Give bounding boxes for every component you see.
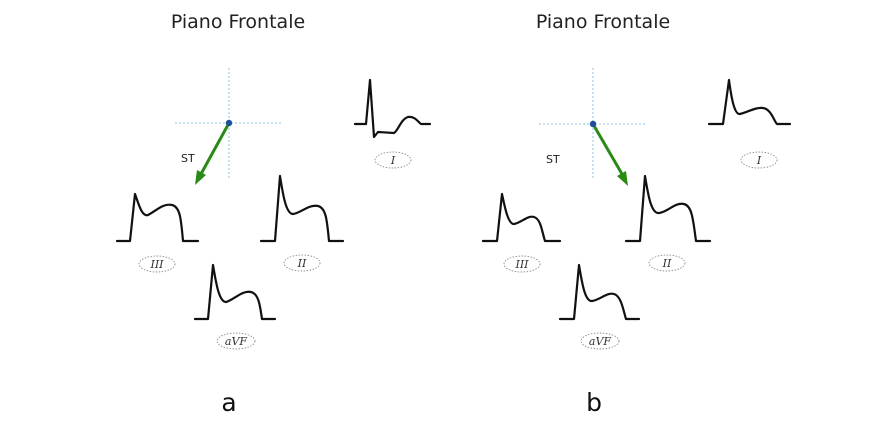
panel-a-title: Piano Frontale — [171, 11, 305, 33]
panel-b-lead-iii-oval — [503, 255, 541, 273]
panel-a-lead-iii-label: III — [149, 258, 164, 271]
panel-a-st-label: ST — [181, 152, 195, 165]
panel-a-letter: a — [221, 388, 236, 417]
panel-a-lead-ii-oval — [283, 254, 321, 272]
panel-b-lead-iii-trace — [481, 192, 562, 243]
panel-b-lead-avf-trace — [558, 263, 641, 321]
panel-a-lead-avf-oval — [216, 332, 256, 350]
panel-b-lead-iii-label: III — [514, 258, 529, 271]
panel-a-lead-i-oval — [374, 151, 412, 169]
panel-b-lead-ii-oval — [648, 254, 686, 272]
panel-a-origin-dot — [225, 119, 233, 127]
panel-b-lead-avf-oval — [580, 332, 620, 350]
panel-a-lead-avf-trace — [193, 263, 277, 321]
panel-a-lead-iii-trace — [115, 192, 200, 243]
panel-b: Piano Frontale ST I III II aVF b — [481, 11, 792, 417]
panel-b-st-vector — [591, 122, 624, 176]
panel-b-lead-i-oval — [740, 151, 778, 169]
panel-a-lead-avf-label: aVF — [225, 335, 248, 348]
panel-b-st-vector-arrowhead — [617, 171, 628, 186]
panel-b-title: Piano Frontale — [536, 11, 670, 33]
panel-a-lead-ii-label: II — [297, 257, 307, 270]
panel-b-st-label: ST — [546, 153, 560, 166]
panel-a: Piano Frontale ST I III II aVF a — [115, 11, 432, 417]
panel-a-st-vector — [199, 121, 231, 176]
panel-b-lead-ii-trace — [624, 174, 712, 243]
panel-a-st-vector-arrowhead — [195, 170, 206, 185]
panel-b-lead-i-label: I — [756, 154, 762, 167]
panel-a-lead-i-trace — [353, 78, 432, 139]
panel-b-lead-avf-label: aVF — [589, 335, 612, 348]
panel-b-lead-i-trace — [707, 78, 792, 126]
panel-a-lead-ii-trace — [259, 174, 345, 243]
panel-b-letter: b — [586, 388, 602, 417]
panel-a-lead-iii-oval — [138, 255, 176, 273]
panel-b-lead-ii-label: II — [662, 257, 672, 270]
panel-b-origin-dot — [589, 120, 597, 128]
panel-a-lead-i-label: I — [390, 154, 396, 167]
